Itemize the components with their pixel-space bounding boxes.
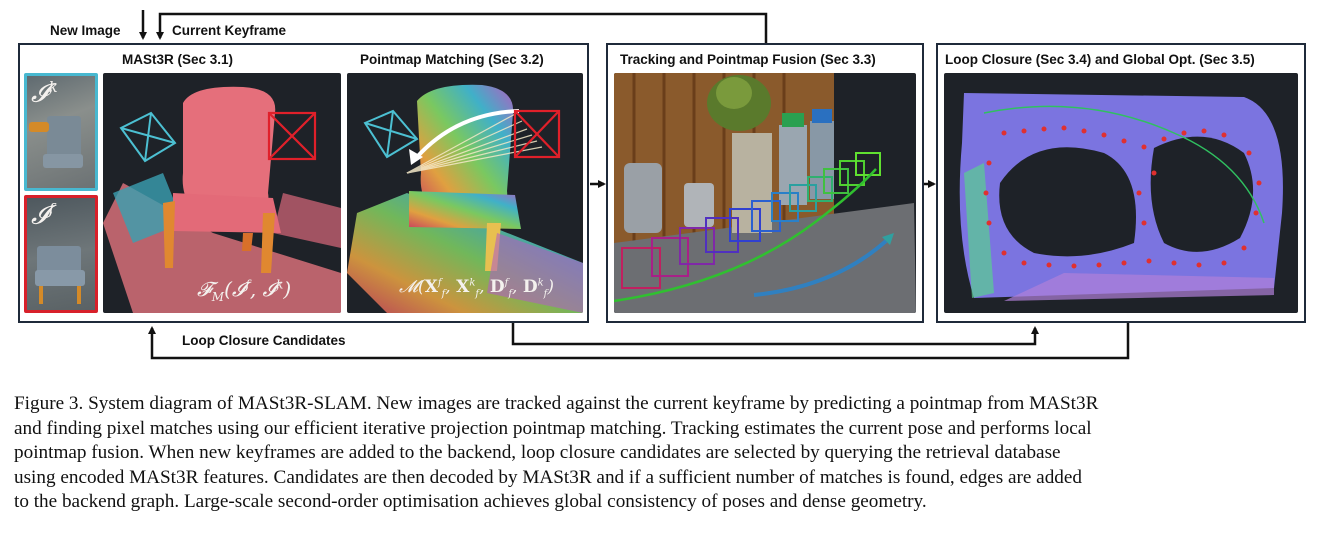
loop-closure-image xyxy=(944,73,1298,313)
caption-line: using encoded MASt3R features. Candidate… xyxy=(14,466,1082,488)
frame-symbol: 𝓘f xyxy=(31,200,54,232)
new-image-label: New Image xyxy=(50,23,121,38)
matching-x2: X xyxy=(456,277,470,297)
match-lines xyxy=(406,112,543,174)
loop-closure-title: Loop Closure (Sec 3.4) and Global Opt. (… xyxy=(945,52,1255,67)
keyframe-symbol-text: 𝓘 xyxy=(31,78,49,109)
matching-d2-sup: k xyxy=(537,277,544,289)
matching-d2: D xyxy=(522,277,538,297)
matching-sep3: , xyxy=(512,277,523,297)
matching-render xyxy=(347,84,583,313)
caption-line: pointmap fusion. When new keyframes are … xyxy=(14,442,1061,464)
camera-trajectory-icon xyxy=(621,152,881,289)
keyframe-camera-icon xyxy=(119,111,177,163)
matching-arrow-icon xyxy=(415,109,520,159)
current-keyframe-arrow xyxy=(156,12,768,43)
caption-line: and finding pixel matches using our effi… xyxy=(14,417,1092,439)
keyframe-superscript: k xyxy=(48,78,58,96)
loop-closure-candidates-arrow xyxy=(148,322,1130,360)
matching-formula-prefix: 𝓜( xyxy=(399,277,425,297)
matching-image: 𝓜(Xff, Xkf, Dff, Dkf) xyxy=(347,73,583,313)
formula-arg1: (𝓘 xyxy=(224,277,246,301)
formula-arg2: , 𝓘 xyxy=(249,277,277,301)
mast3r-title: MASt3R (Sec 3.1) xyxy=(122,52,234,67)
frame-superscript: f xyxy=(48,200,55,218)
matching-x2-sub: f xyxy=(475,288,480,300)
tracking-render xyxy=(614,73,916,313)
keyframe-symbol: 𝓘k xyxy=(31,78,58,110)
tracking-to-loop-bottom-arrow xyxy=(511,322,1039,346)
mast3r-pointmap-render xyxy=(103,86,341,313)
tracking-image xyxy=(614,73,916,313)
matching-x1-sub: f xyxy=(441,288,446,300)
matching-d2-sub: f xyxy=(543,288,548,300)
matching-close: ) xyxy=(547,277,555,297)
formula-arg1-sup: f xyxy=(245,277,250,292)
matching-sep2: , xyxy=(479,277,490,297)
pose-markers xyxy=(983,125,1262,269)
current-keyframe-label: Current Keyframe xyxy=(172,23,287,38)
frame-camera-icon xyxy=(267,111,317,161)
matching-x2-sup: k xyxy=(469,277,476,289)
mast3r-formula: 𝓕M(𝓘f, 𝓘k) xyxy=(197,277,291,304)
frame-image: 𝓘f xyxy=(24,195,98,313)
keyframe-image: 𝓘k xyxy=(24,73,98,191)
matching-x1-sup: f xyxy=(437,277,442,289)
matching-d1-sup: f xyxy=(504,277,509,289)
matching-title: Pointmap Matching (Sec 3.2) xyxy=(360,52,544,67)
connector-arrows xyxy=(139,10,1130,360)
matching-x1: X xyxy=(424,277,438,297)
mast3r-pointmap-image: 𝓕M(𝓘f, 𝓘k) xyxy=(103,73,341,313)
frame-symbol-text: 𝓘 xyxy=(31,200,49,231)
frame-camera-icon-2 xyxy=(513,109,561,159)
loop-closure-render xyxy=(959,93,1283,301)
figure-caption: Figure 3. System diagram of MASt3R-SLAM.… xyxy=(14,392,1310,515)
caption-line: Figure 3. System diagram of MASt3R-SLAM.… xyxy=(14,393,1099,414)
caption-line: to the backend graph. Large-scale second… xyxy=(14,491,927,513)
loop-closure-candidates-label: Loop Closure Candidates xyxy=(182,333,346,348)
matching-formula: 𝓜(Xff, Xkf, Dff, Dkf) xyxy=(399,277,554,299)
matching-d1: D xyxy=(489,277,505,297)
formula-f: 𝓕 xyxy=(197,277,212,301)
formula-close: ) xyxy=(283,277,292,301)
keyframe-camera-icon-2 xyxy=(363,109,419,159)
tracking-title: Tracking and Pointmap Fusion (Sec 3.3) xyxy=(620,52,876,67)
formula-arg2-sup: k xyxy=(276,277,284,292)
matching-d1-sub: f xyxy=(508,288,513,300)
matching-sep1: , xyxy=(445,277,457,297)
formula-f-sub: M xyxy=(211,290,225,304)
